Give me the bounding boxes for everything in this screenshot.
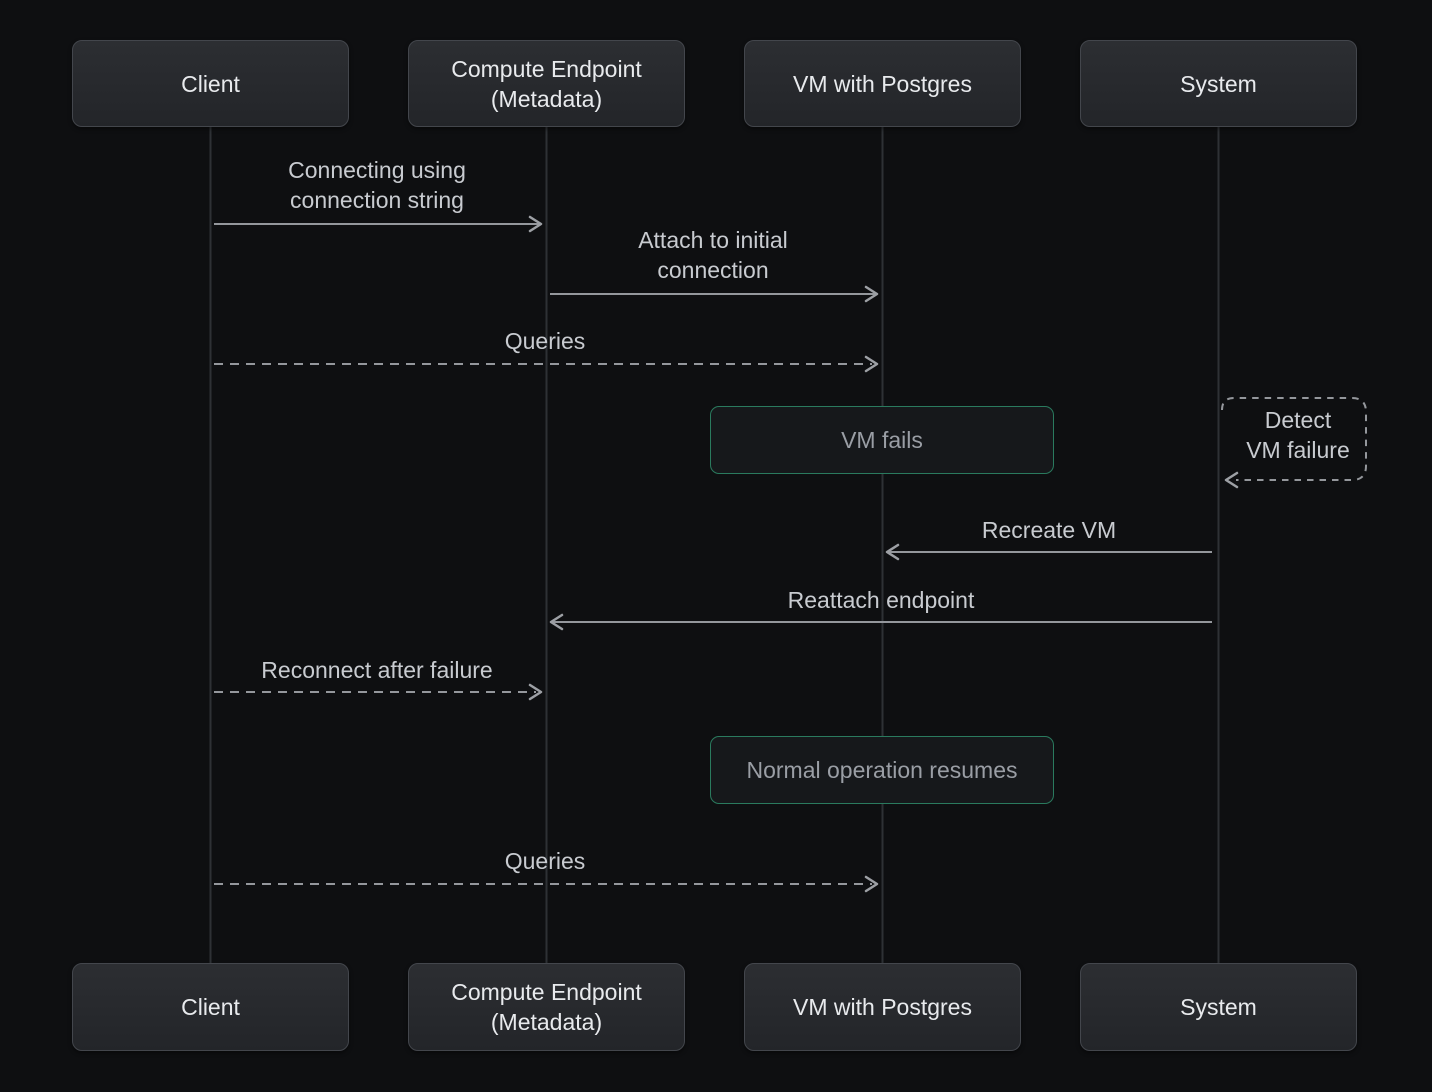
actor-label: Compute Endpoint <box>451 979 642 1005</box>
actor-system-top: System <box>1080 40 1357 127</box>
arrowhead-left-icon <box>885 543 900 561</box>
actor-client-bottom: Client <box>72 963 349 1051</box>
actor-label: VM with Postgres <box>793 994 972 1020</box>
arrowhead-left-icon <box>549 613 564 631</box>
message-label-connecting: Connecting using connection string <box>288 157 466 213</box>
actor-label: Compute Endpoint <box>451 55 642 82</box>
actor-vm-postgres-top: VM with Postgres <box>744 40 1021 127</box>
self-message-detect-vm-failure: Detect VM failure <box>1246 407 1350 463</box>
message-label-attach: Attach to initial connection <box>638 227 788 283</box>
arrowhead-right-icon <box>864 875 879 893</box>
message-label-queries-1: Queries <box>504 328 586 354</box>
actor-label: System <box>1180 994 1257 1020</box>
arrowhead-left-icon <box>1224 471 1239 489</box>
actor-label: Client <box>181 994 240 1020</box>
actor-label: (Metadata) <box>490 85 603 112</box>
arrowhead-right-icon <box>864 355 879 373</box>
actor-system-bottom: System <box>1080 963 1357 1051</box>
actor-vm-postgres-bottom: VM with Postgres <box>744 963 1021 1051</box>
message-label-reattach: Reattach endpoint <box>787 587 975 613</box>
note-vm-fails: VM fails <box>710 406 1054 474</box>
actor-compute-endpoint-top: Compute Endpoint (Metadata) <box>408 40 685 127</box>
actor-compute-endpoint-bottom: Compute Endpoint (Metadata) <box>408 963 685 1051</box>
arrowhead-right-icon <box>528 215 543 233</box>
self-message-loop <box>1221 397 1367 481</box>
message-label-recreate-vm: Recreate VM <box>981 517 1117 543</box>
actor-label: System <box>1180 70 1257 97</box>
note-normal-operation-resumes: Normal operation resumes <box>710 736 1054 804</box>
actor-label: (Metadata) <box>490 1009 603 1035</box>
arrowhead-right-icon <box>528 683 543 701</box>
actor-label: Client <box>181 70 240 97</box>
actor-client-top: Client <box>72 40 349 127</box>
actor-label: VM with Postgres <box>793 70 972 97</box>
arrowhead-right-icon <box>864 285 879 303</box>
message-label-reconnect: Reconnect after failure <box>261 657 493 683</box>
message-label-queries-2: Queries <box>504 848 586 874</box>
